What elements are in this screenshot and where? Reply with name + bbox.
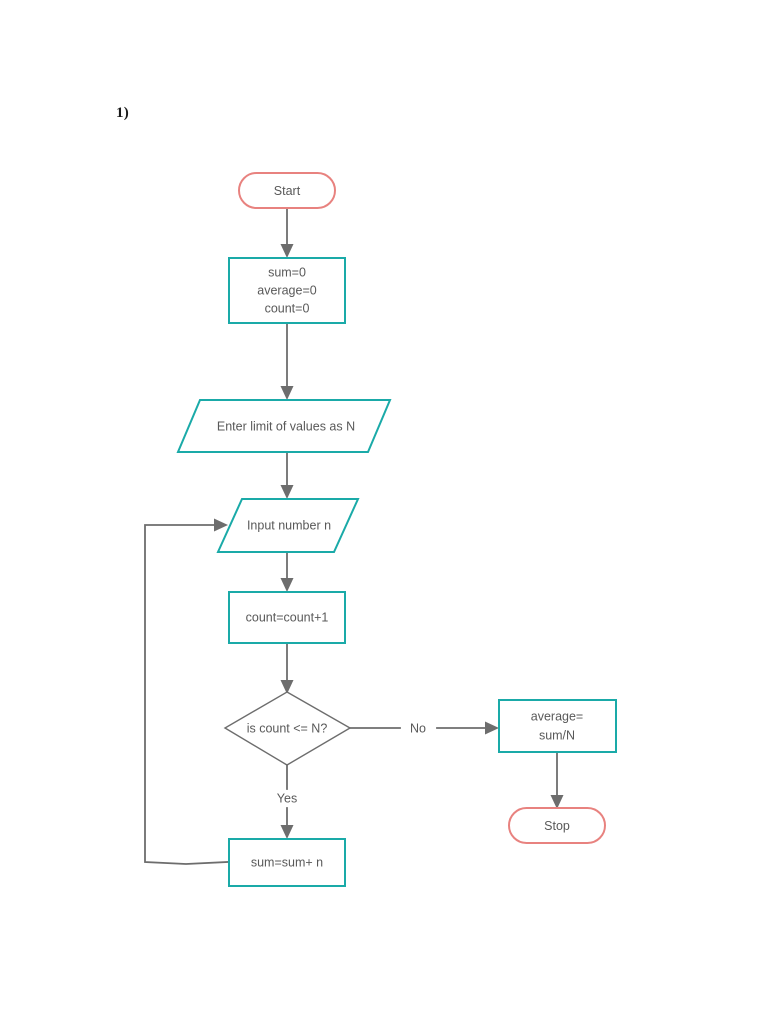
edge-label-no: No	[410, 721, 426, 735]
sum-accumulate-shape[interactable]	[228, 838, 346, 887]
average-process-shape[interactable]	[498, 699, 617, 753]
stop-label: Stop	[544, 819, 570, 833]
average-label-line-2: sum/N	[539, 728, 575, 742]
decision-label: is count <= N?	[247, 721, 328, 735]
edge-start-to-init	[280, 207, 294, 258]
init-label-line-3: count=0	[265, 301, 310, 315]
node-start[interactable]: Start	[238, 172, 336, 209]
edge-sum-to-input-loop	[144, 518, 229, 865]
node-input-number[interactable]: Input number n	[216, 498, 360, 553]
start-label: Start	[274, 184, 301, 198]
count-increment-shape[interactable]	[228, 591, 346, 644]
init-label-line-1: sum=0	[268, 265, 306, 279]
node-average[interactable]: average= sum/N	[498, 699, 617, 753]
edge-decision-to-average	[349, 721, 499, 735]
node-decision[interactable]: is count <= N?	[223, 691, 352, 766]
stop-terminal-shape[interactable]	[508, 807, 606, 844]
enter-limit-label: Enter limit of values as N	[217, 419, 355, 433]
question-number-label: 1)	[116, 105, 129, 121]
input-number-io-shape[interactable]	[216, 498, 360, 553]
edge-init-to-limit	[280, 322, 294, 400]
count-increment-label: count=count+1	[246, 610, 329, 624]
init-process-shape[interactable]	[228, 257, 346, 324]
decision-diamond-shape[interactable]	[223, 691, 352, 766]
edge-input-to-count	[280, 551, 294, 592]
node-init[interactable]: sum=0 average=0 count=0	[228, 257, 346, 324]
input-number-label: Input number n	[247, 518, 331, 532]
edge-average-to-stop	[550, 751, 564, 809]
sum-accumulate-label: sum=sum+ n	[251, 855, 323, 869]
node-count-increment[interactable]: count=count+1	[228, 591, 346, 644]
node-stop[interactable]: Stop	[508, 807, 606, 844]
node-enter-limit[interactable]: Enter limit of values as N	[176, 399, 392, 453]
edge-label-layer: No Yes	[277, 721, 426, 805]
node-sum-accumulate[interactable]: sum=sum+ n	[228, 838, 346, 887]
init-label-line-2: average=0	[257, 283, 316, 297]
enter-limit-io-shape[interactable]	[176, 399, 392, 453]
edge-label-yes: Yes	[277, 791, 297, 805]
start-terminal-shape[interactable]	[238, 172, 336, 209]
edge-count-to-decision	[280, 642, 294, 694]
edge-limit-to-input	[280, 451, 294, 499]
connector-layer	[144, 207, 564, 865]
average-label-line-1: average=	[531, 709, 583, 723]
edge-decision-to-sum	[280, 764, 294, 839]
